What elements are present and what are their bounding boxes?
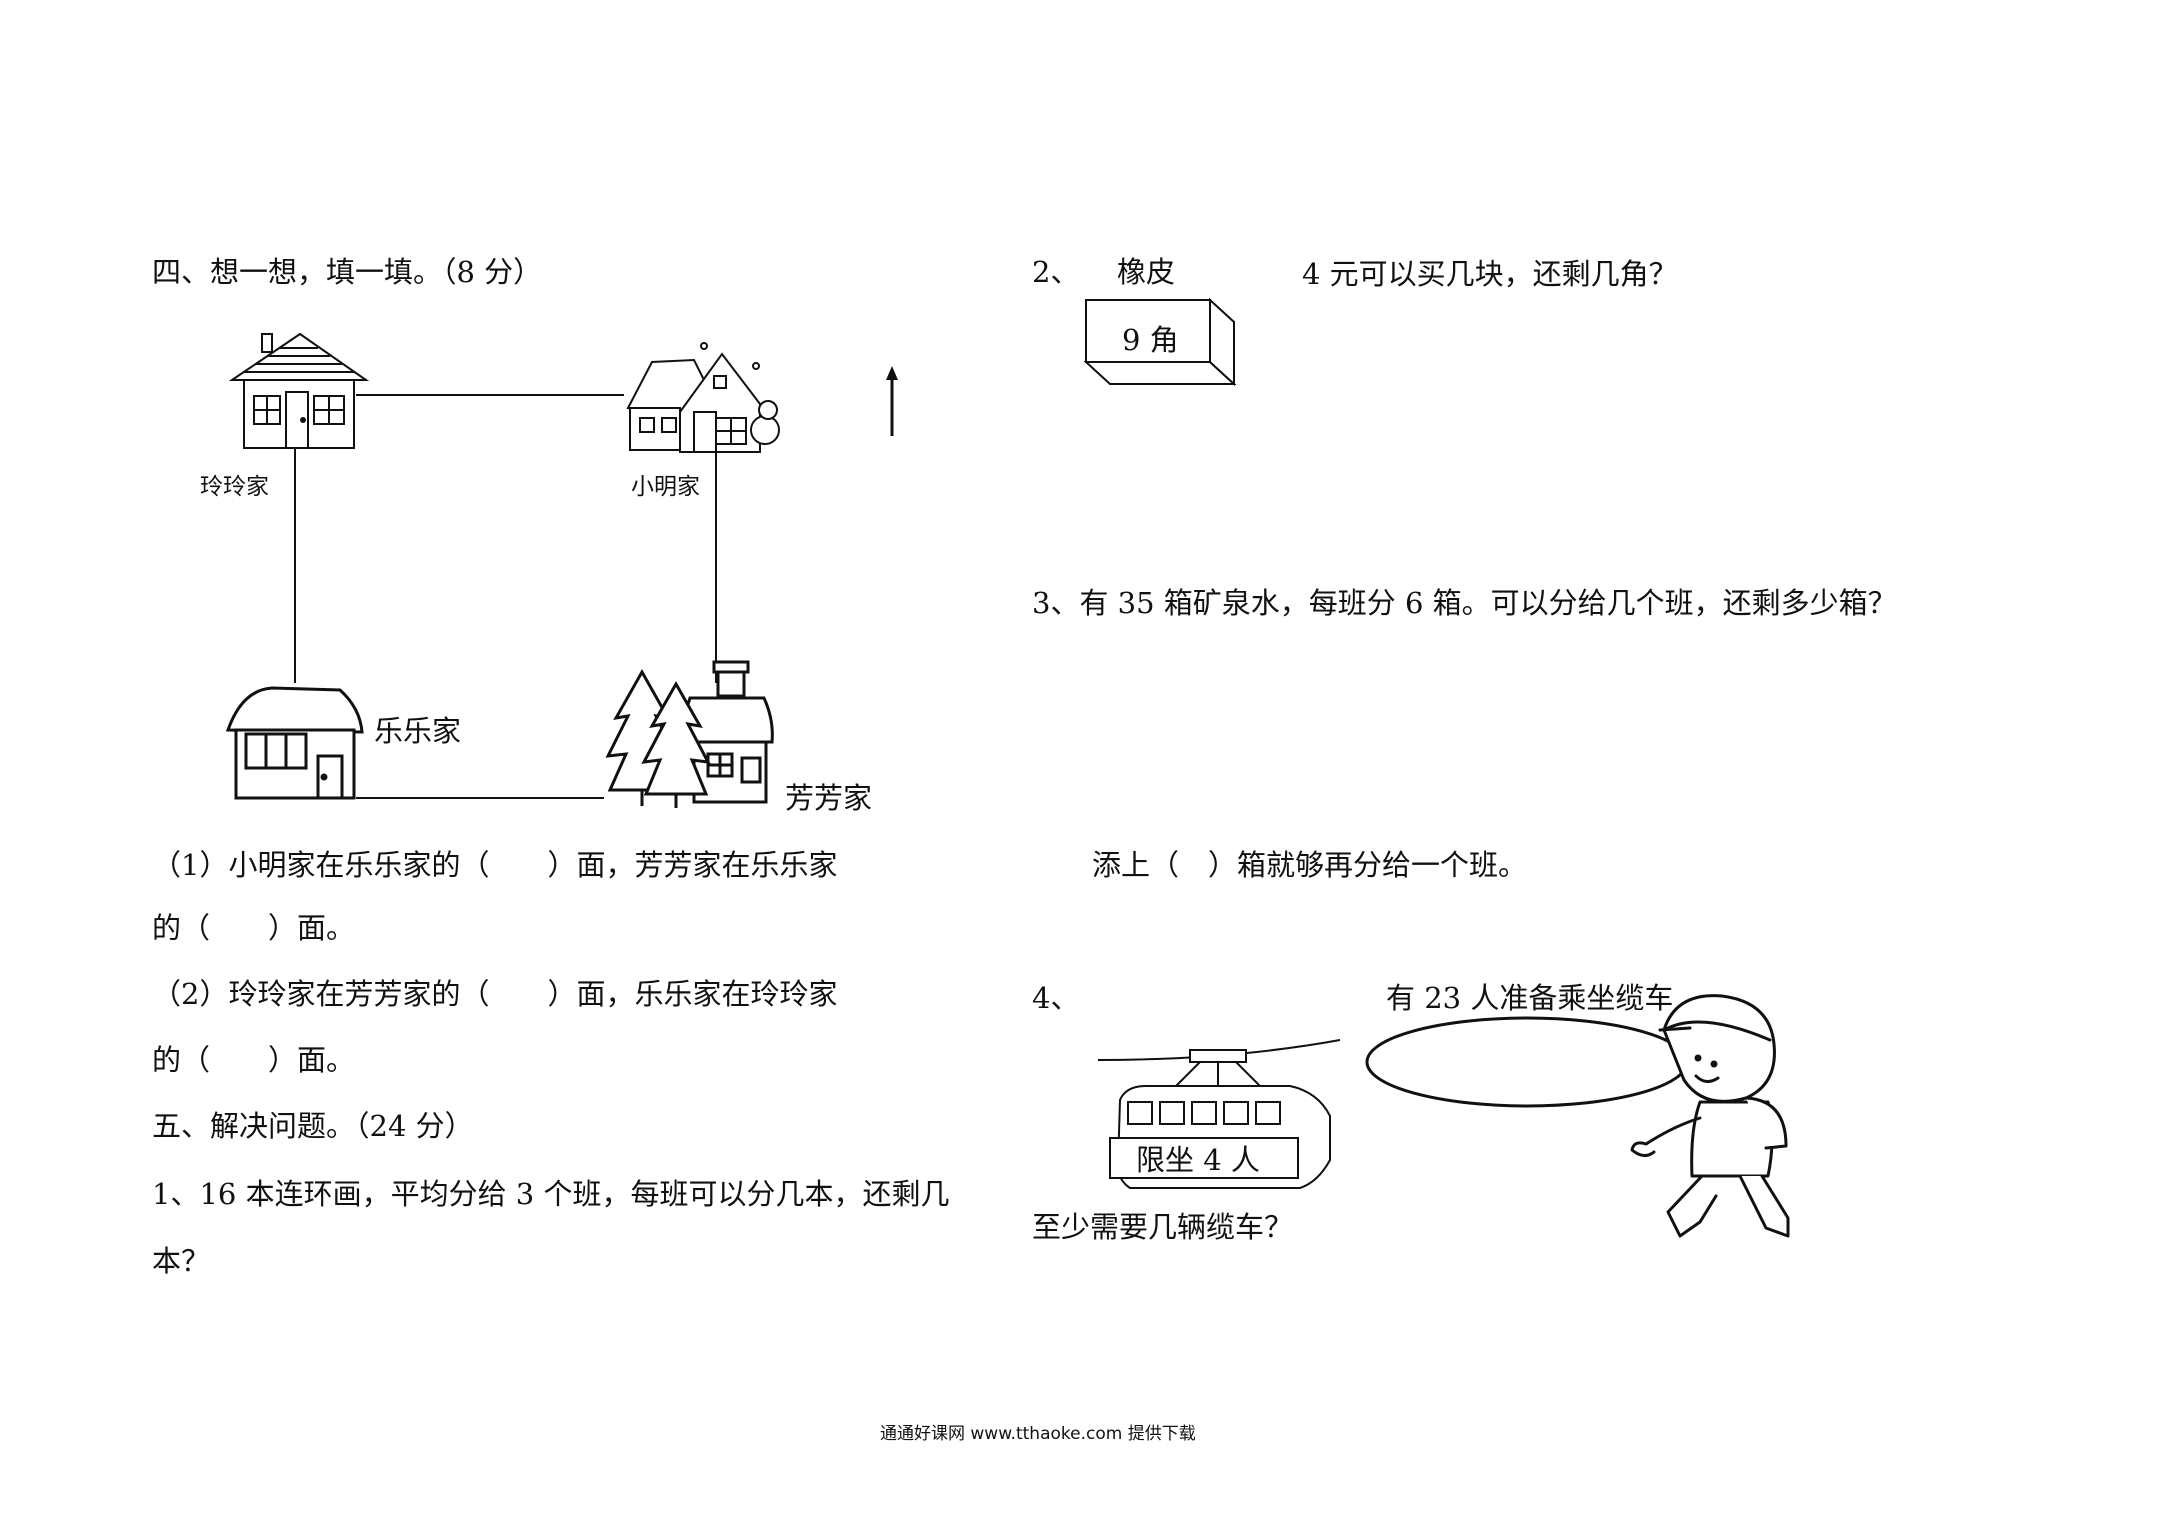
problem-2-number: 2、: [1032, 255, 1080, 289]
footer-credit: 通通好课网 www.tthaoke.com 提供下载: [880, 1424, 1196, 1444]
problem-3-question: 3、有 35 箱矿泉水，每班分 6 箱。可以分给几个班，还剩多少箱？: [1032, 586, 1897, 620]
label-fangfang: 芳芳家: [785, 781, 873, 815]
pine-tree-icon: [644, 684, 708, 808]
label-lingling: 玲玲家: [200, 474, 269, 500]
problem-1-line2: 本？: [152, 1244, 211, 1278]
label-lele: 乐乐家: [374, 714, 462, 748]
house-icon: [232, 334, 366, 448]
problem-2-item: 橡皮: [1117, 255, 1176, 289]
arrow-up-icon: [886, 366, 898, 436]
problem-1-line1: 1、16 本连环画，平均分给 3 个班，每班可以分几本，还剩几: [152, 1177, 950, 1211]
problem-2-question: 4 元可以买几块，还剩几角？: [1302, 257, 1678, 291]
problem-4-number: 4、: [1032, 981, 1080, 1015]
problem-4-question: 至少需要几辆缆车？: [1032, 1210, 1294, 1244]
eraser-price: 9 角: [1122, 323, 1179, 357]
question-1-line1: （1）小明家在乐乐家的（ ）面，芳芳家在乐乐家: [152, 848, 838, 882]
problem-4-caption: 有 23 人准备乘坐缆车: [1386, 981, 1674, 1015]
problem-3-fill: 添上（ ）箱就够再分给一个班。: [1092, 848, 1528, 882]
question-2-line2: 的（ ）面。: [152, 1043, 356, 1077]
label-xiaoming: 小明家: [631, 474, 700, 500]
section4-title: 四、想一想，填一填。（8 分）: [152, 255, 543, 289]
house-icon: [228, 688, 362, 798]
question-2-line1: （2）玲玲家在芳芳家的（ ）面，乐乐家在玲玲家: [152, 977, 838, 1011]
boy-icon: [1632, 996, 1788, 1236]
speech-bubble: [1367, 1018, 1687, 1106]
section5-title: 五、解决问题。（24 分）: [152, 1109, 474, 1143]
question-1-line2: 的（ ）面。: [152, 911, 356, 945]
cable-car-icon: [1110, 1050, 1330, 1188]
cable-car-sign: 限坐 4 人: [1136, 1143, 1260, 1177]
house-icon: [628, 343, 779, 452]
